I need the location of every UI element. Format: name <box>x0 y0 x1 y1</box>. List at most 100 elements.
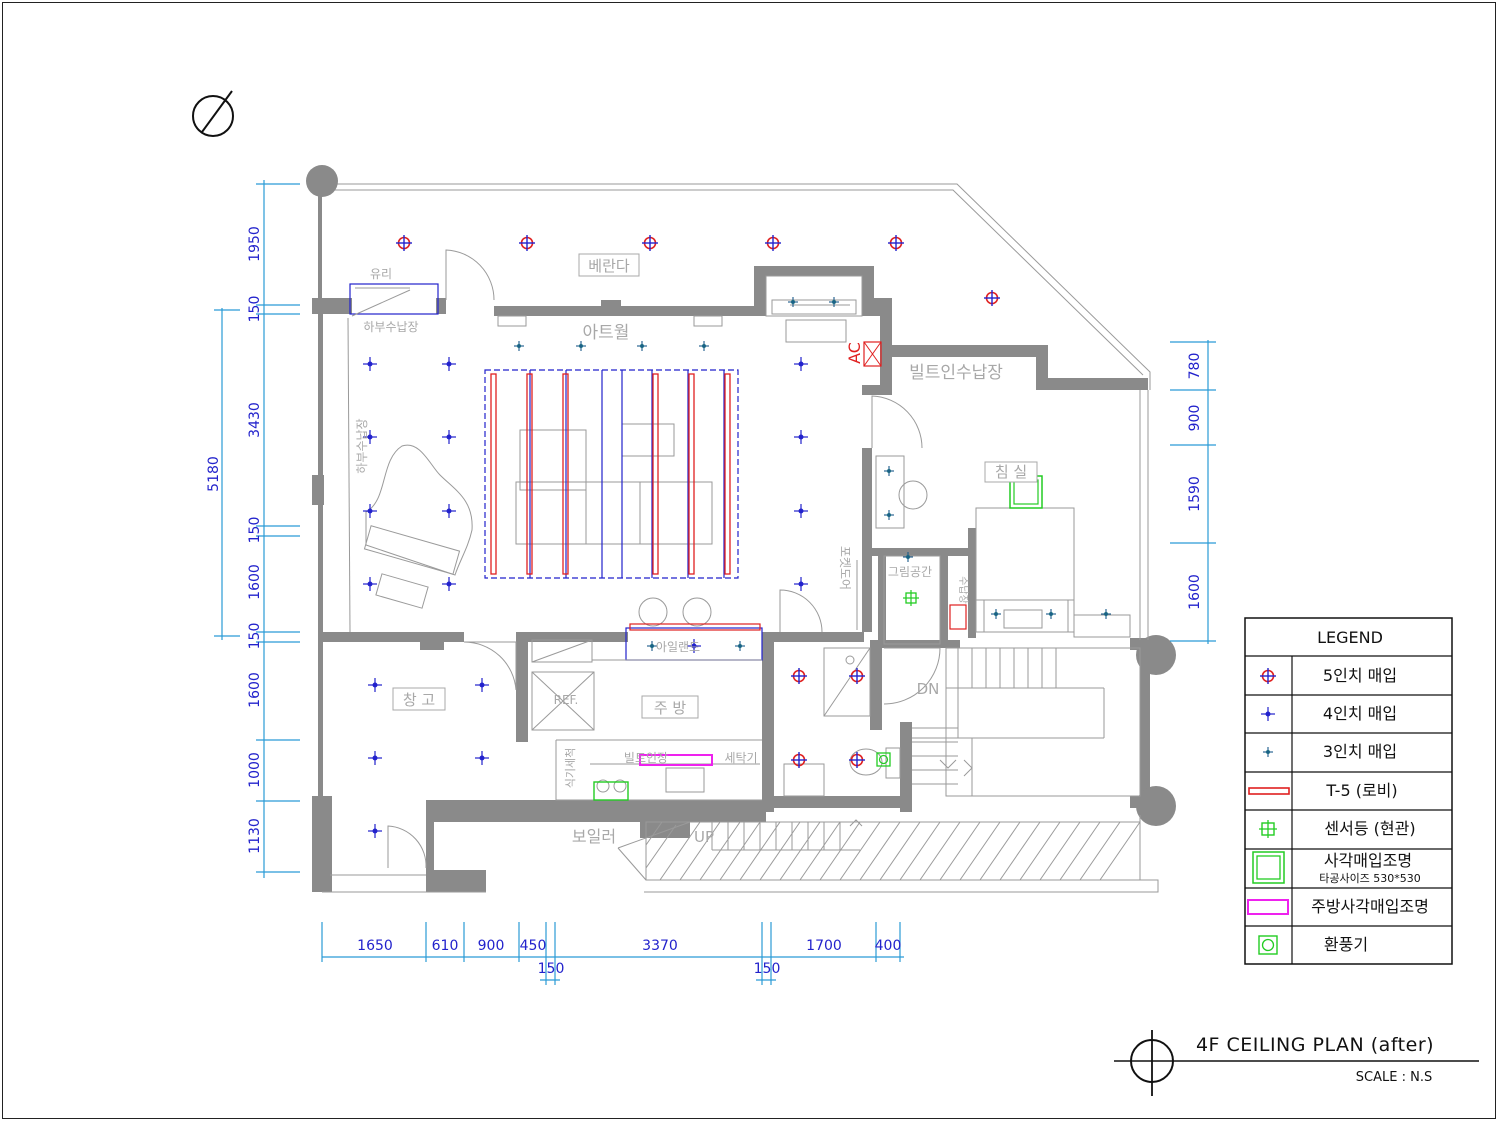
square-recessed-icon <box>593 781 629 801</box>
recessed-3inch-icon <box>990 608 1002 620</box>
label-lower-storage-side: 하부수납장 <box>355 418 369 473</box>
dim-left-1000: 1000 <box>247 752 263 788</box>
label-lower-storage-top: 하부수납장 <box>363 320 418 334</box>
recessed-4inch-icon <box>441 576 457 592</box>
label-small-storage: 수납장 <box>957 576 969 604</box>
label-boiler: 보일러 <box>572 827 616 846</box>
dim-left-1600-b: 1600 <box>247 672 263 708</box>
dim-bottom-sub-150-a: 150 <box>538 961 565 977</box>
label-dn: DN <box>917 680 940 698</box>
recessed-5inch-icon <box>790 751 808 769</box>
room-labels: 베란다 유리 하부수납장 아트월 AC 빌트인수납장 하부수납장 침 실 포켓도… <box>355 253 1038 846</box>
dim-left-150-c: 150 <box>247 623 263 650</box>
recessed-4inch-icon <box>474 677 490 693</box>
recessed-5inch-icon <box>518 234 536 252</box>
recessed-3inch-icon <box>883 465 895 477</box>
dim-bottom-3370: 3370 <box>642 938 678 954</box>
dim-bottom-1700: 1700 <box>806 938 842 954</box>
dimensions: 1950 150 3430 150 1600 150 1600 1000 113… <box>206 180 1216 985</box>
dim-right-900: 900 <box>1187 405 1203 432</box>
label-art-wall: 아트월 <box>583 323 630 343</box>
legend-label-square: 사각매입조명 <box>1324 851 1412 870</box>
ventilation-fan-icon <box>1258 935 1278 955</box>
sensor-light-icon <box>1259 820 1277 838</box>
label-painting-space: 그림공간 <box>888 565 932 579</box>
recessed-4inch-icon <box>362 356 378 372</box>
legend-label-3inch: 3인치 매입 <box>1323 742 1397 761</box>
dim-left-150-b: 150 <box>247 517 263 544</box>
dim-bottom-900: 900 <box>478 938 505 954</box>
recessed-4inch-icon <box>362 503 378 519</box>
recessed-5inch-icon <box>848 751 866 769</box>
recessed-4inch-icon <box>367 823 383 839</box>
interior-linework <box>347 249 1141 881</box>
dim-left-150-a: 150 <box>247 296 263 323</box>
label-pocket-door: 포켓도어 <box>838 546 852 590</box>
label-glass: 유리 <box>370 267 392 281</box>
label-dishwasher: 식기세척 <box>564 748 577 788</box>
recessed-4inch-icon <box>441 356 457 372</box>
recessed-5inch-icon <box>641 234 659 252</box>
drawing-title: 4F CEILING PLAN (after) <box>1196 1034 1434 1056</box>
recessed-4inch-icon <box>367 750 383 766</box>
dim-left-total-5180: 5180 <box>206 456 222 492</box>
label-ac: AC <box>845 342 864 364</box>
recessed-4inch-icon <box>474 750 490 766</box>
walls <box>306 165 1176 893</box>
legend-label-kitchen: 주방사각매입조명 <box>1311 897 1429 916</box>
legend-title: LEGEND <box>1317 628 1383 647</box>
recessed-5inch-icon <box>395 234 413 252</box>
dim-right-1590: 1590 <box>1187 476 1203 512</box>
dim-bottom-1650: 1650 <box>357 938 393 954</box>
legend-label-sensor: 센서등 (현관) <box>1324 819 1415 838</box>
recessed-3inch-icon <box>636 340 648 352</box>
t5-lobby-icon <box>1248 787 1290 795</box>
label-washer: 세탁기 <box>724 751 757 765</box>
recessed-4inch-icon <box>362 576 378 592</box>
title-block: 4F CEILING PLAN (after) SCALE : N.S <box>1114 1030 1479 1096</box>
recessed-4inch-icon <box>441 503 457 519</box>
dim-bottom-610: 610 <box>432 938 459 954</box>
drawing-scale: SCALE : N.S <box>1356 1070 1432 1085</box>
square-recessed-icon <box>1252 851 1285 884</box>
recessed-3inch-icon <box>883 509 895 521</box>
recessed-4inch-icon <box>793 429 809 445</box>
recessed-4inch-icon <box>441 429 457 445</box>
label-veranda: 베란다 <box>588 257 630 275</box>
dim-left-3430: 3430 <box>247 402 263 438</box>
recessed-4inch-icon <box>793 576 809 592</box>
stairs <box>711 647 1141 851</box>
legend-label-4inch: 4인치 매입 <box>1323 704 1397 723</box>
dim-bottom-450: 450 <box>520 938 547 954</box>
recessed-5inch-icon <box>983 289 1001 307</box>
recessed-4inch-icon <box>793 356 809 372</box>
legend-label-square-sub: 타공사이즈 530*530 <box>1319 872 1421 885</box>
kitchen-square-recessed-icon <box>1247 899 1289 915</box>
label-ref: REF. <box>554 693 579 707</box>
label-sink: 빌트인장 <box>624 751 668 765</box>
dim-right-1600: 1600 <box>1187 574 1203 610</box>
label-kitchen: 주 방 <box>654 699 687 717</box>
label-builtin-storage: 빌트인수납장 <box>909 363 1003 383</box>
dim-left-1130: 1130 <box>247 818 263 854</box>
north-arrow-icon <box>192 90 234 137</box>
label-up: UP <box>694 828 714 846</box>
dim-left-1600-a: 1600 <box>247 564 263 600</box>
dim-left-1950: 1950 <box>247 226 263 262</box>
legend-label-t5: T-5 (로비) <box>1325 781 1397 800</box>
label-island: 아일랜드 <box>656 640 700 654</box>
legend: LEGEND 5인치 매입 4인치 매입 3인치 매입 T-5 (로비) 센서등… <box>1244 617 1453 965</box>
recessed-3inch-icon <box>698 340 710 352</box>
recessed-4inch-icon <box>793 503 809 519</box>
hatched-area <box>645 821 1141 881</box>
recessed-3inch-icon <box>1045 608 1057 620</box>
recessed-4inch-icon <box>367 677 383 693</box>
light-fixtures <box>362 234 1112 839</box>
recessed-5inch-icon <box>764 234 782 252</box>
recessed-5inch-icon <box>887 234 905 252</box>
label-storage: 창 고 <box>403 691 435 709</box>
recessed-3inch-icon <box>734 640 746 652</box>
recessed-5inch-icon <box>790 667 808 685</box>
